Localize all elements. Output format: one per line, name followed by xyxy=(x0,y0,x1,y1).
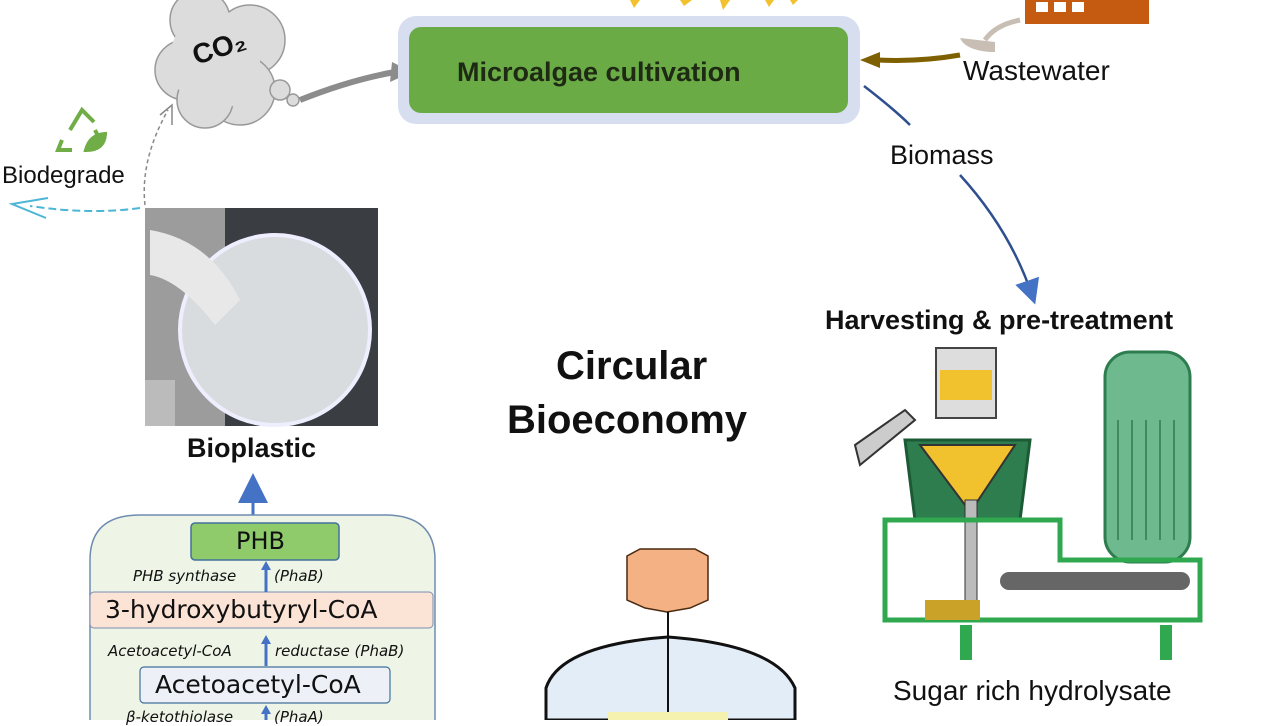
cultivation-box xyxy=(409,27,848,113)
harvesting-label: Harvesting & pre-treatment xyxy=(825,305,1174,335)
center-title-line1: Circular xyxy=(556,344,708,388)
biomass-label: Biomass xyxy=(890,140,994,170)
enzyme1-label: PHB synthase xyxy=(133,567,237,585)
cultivation-label: Microalgae cultivation xyxy=(457,57,741,87)
factory-icon xyxy=(1025,0,1149,24)
enzyme2-label: Acetoacetyl-CoA xyxy=(108,642,232,660)
enzyme1-gene: (PhaB) xyxy=(274,567,324,585)
co2-to-cultivation-arrow xyxy=(298,69,396,103)
hb-coa-label: 3-hydroxybutyryl-CoA xyxy=(105,595,378,624)
bioplastic-label: Bioplastic xyxy=(187,433,317,463)
biodegrade-left-arrow xyxy=(29,205,141,213)
wastewater-basin-icon xyxy=(960,17,1021,52)
centrifuge-icon xyxy=(853,347,1203,660)
fermenter-icon xyxy=(544,548,797,720)
bioplastic-photo xyxy=(145,208,378,427)
wastewater-arrow xyxy=(877,52,961,63)
biodegrade-to-co2-arrow xyxy=(143,109,169,206)
sunlight-rays-icon xyxy=(630,0,798,10)
phb-label: PHB xyxy=(236,527,285,555)
enzyme2b-label: reductase (PhaB) xyxy=(275,642,405,660)
phb-box xyxy=(190,522,340,561)
aa-coa-label: Acetoacetyl-CoA xyxy=(155,670,361,699)
hb-coa-box xyxy=(89,591,434,629)
enzyme3-label: β-ketothiolase xyxy=(126,708,234,726)
recycle-leaf-icon xyxy=(55,106,108,153)
wastewater-label: Wastewater xyxy=(963,55,1110,86)
enzyme3-gene: (PhaA) xyxy=(274,708,324,726)
aa-coa-box xyxy=(139,666,391,704)
hydrolysate-label: Sugar rich hydrolysate xyxy=(893,675,1172,706)
biodegrade-label: Biodegrade xyxy=(2,162,125,189)
center-title-line2: Bioeconomy xyxy=(507,398,748,442)
co2-cloud-icon xyxy=(154,0,300,129)
biomass-arrow xyxy=(863,85,1032,295)
